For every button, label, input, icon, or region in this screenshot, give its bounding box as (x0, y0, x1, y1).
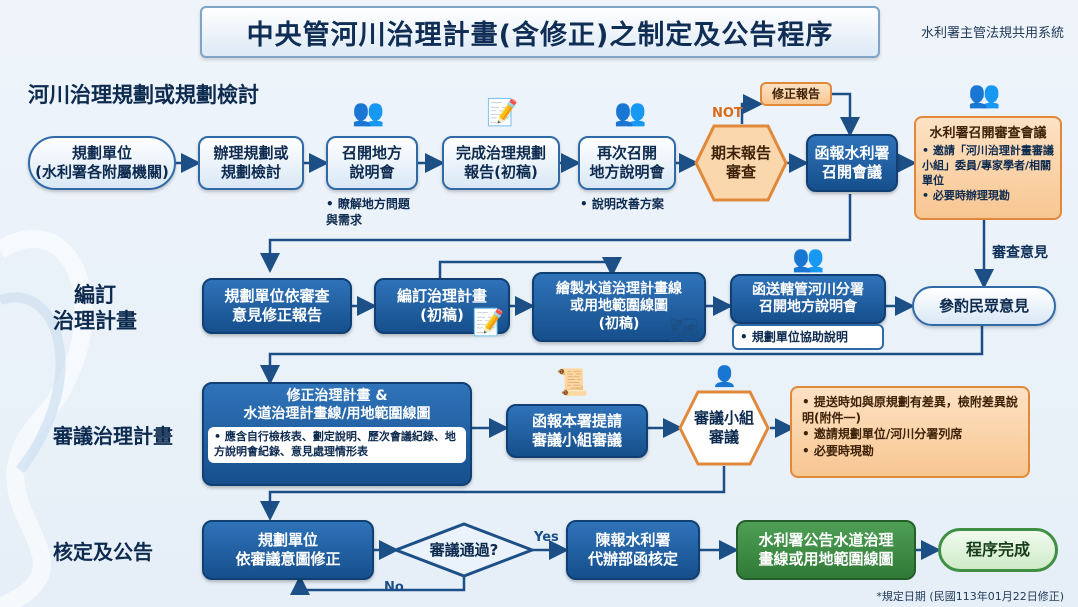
page-title: 中央管河川治理計畫(含修正)之制定及公告程序 (200, 6, 880, 58)
map-icon: 🗺 (668, 316, 702, 346)
box-compile-plan: 編訂治理計畫 (初稿) (374, 278, 510, 334)
note-local-briefing: • 瞭解地方問題 與需求 (326, 197, 410, 228)
section-label-compile: 編訂 治理計畫 (53, 283, 137, 334)
committee-note: 必要時現勘 (802, 443, 1018, 459)
start-planning-unit: 規劃單位 (水利署各附屬機關) (28, 136, 176, 190)
box-draft-report: 完成治理規劃 報告(初稿) (442, 136, 560, 190)
hex-final-review (694, 124, 788, 202)
yes-label: Yes (534, 530, 559, 545)
box-revise-plan-lines: 修正治理計畫 & 水道治理計畫線/用地範圍線圖 • 應含自行檢核表、劃定說明、歷… (202, 382, 472, 486)
end-process-complete: 程序完成 (938, 528, 1058, 572)
no-label: No (384, 580, 404, 595)
box-second-briefing: 再次召開 地方說明會 (578, 136, 676, 190)
note-branch-briefing: • 規劃單位協助說明 (732, 324, 884, 351)
meeting-icon: 👥 (352, 98, 385, 128)
section-label-review: 審議治理計畫 (53, 424, 173, 448)
hex-final-review-label: 期末報告 審查 (710, 144, 771, 181)
review-meeting-title: 水利署召開審查會議 (929, 126, 1047, 141)
box-committee-notes: 提送時如與原規劃有差異，檢附差異說明(附件一) 邀請規劃單位/河川分署列席 必要… (790, 386, 1030, 478)
box-revise-report: 修正報告 (760, 82, 832, 106)
certificate-icon: 📜 (556, 368, 589, 398)
hex-committee-review (678, 390, 770, 466)
committee-member-icon: 👤 (712, 364, 737, 388)
footnote: *規定日期 (民國113年01月22日修正) (876, 590, 1064, 603)
box-conduct-planning: 辦理規劃或 規劃檢討 (198, 136, 304, 190)
box-revise-per-committee: 規劃單位 依審議意圖修正 (202, 520, 374, 580)
decision-label: 審議通過? (429, 540, 499, 559)
review-meeting-item: 必要時辦理現勘 (922, 189, 1054, 204)
note-second-briefing: • 說明改善方案 (580, 197, 664, 211)
meeting-icon-2: 👥 (614, 98, 647, 128)
box-public-opinion: 參酌民眾意見 (912, 286, 1056, 326)
hex-committee-review-label: 審議小組 審議 (693, 409, 754, 446)
box-local-briefing: 召開地方 說明會 (326, 136, 418, 190)
revise-plan-lines-note: • 應含自行檢核表、劃定說明、歷次會議紀錄、地方說明會紀錄、意見處理情形表 (208, 427, 466, 463)
section-label-approve: 核定及公告 (53, 540, 153, 564)
box-public-announcement: 水利署公告水道治理 畫線或用地範圍線圖 (736, 520, 916, 580)
review-meeting-item: 邀請「河川治理計畫審議小組」委員/專家學者/相關單位 (922, 144, 1054, 189)
conference-icon: 👥 (968, 80, 1001, 110)
not-label: NOT (712, 106, 743, 121)
box-draw-lines: 繪製水道治理計畫線 或用地範圍線圖 (初稿) (532, 272, 706, 342)
box-revise-per-review: 規劃單位依審查 意見修正報告 (202, 278, 352, 334)
issuer-label: 水利署主管法規共用系統 (920, 26, 1064, 41)
meeting-icon-3: 👥 (792, 244, 825, 274)
document-icon: 📝 (486, 98, 519, 128)
revise-plan-lines-title: 修正治理計畫 & 水道治理計畫線/用地範圍線圖 (243, 388, 431, 422)
box-branch-briefing: 函送轄管河川分署 召開地方說明會 (730, 274, 886, 324)
box-review-meeting: 水利署召開審查會議 邀請「河川治理計畫審議小組」委員/專家學者/相關單位 必要時… (914, 116, 1062, 220)
review-opinion-label: 審查意見 (992, 245, 1048, 261)
committee-note: 邀請規劃單位/河川分署列席 (802, 426, 1018, 442)
committee-note: 提送時如與原規劃有差異，檢附差異說明(附件一) (802, 394, 1018, 426)
section-label-planning: 河川治理規劃或規劃檢討 (28, 83, 259, 107)
decision-diamond (394, 522, 534, 578)
box-submit-committee: 函報本署提請 審議小組審議 (506, 404, 648, 458)
box-ministry-approval: 陳報水利署 代辦部函核定 (566, 520, 700, 580)
pen-document-icon: 📝 (472, 308, 505, 338)
box-submit-wra: 函報水利署 召開會議 (806, 134, 898, 192)
